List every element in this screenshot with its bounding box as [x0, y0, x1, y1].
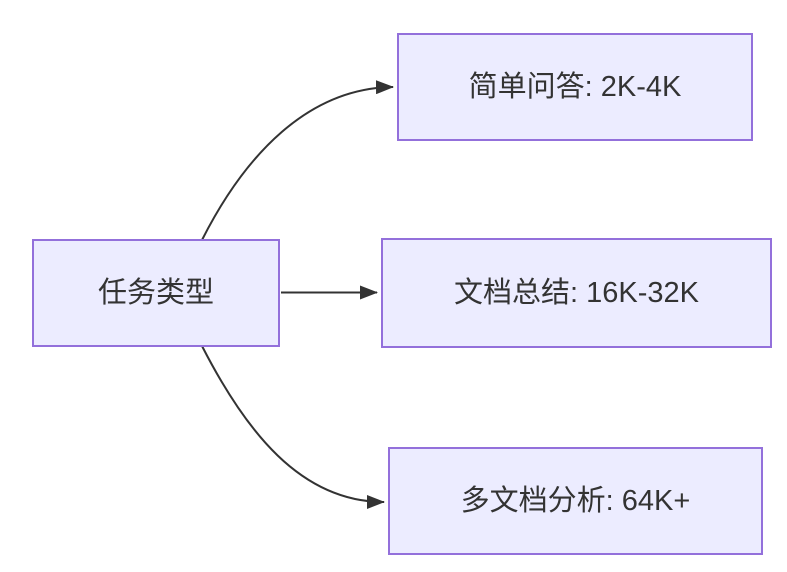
edge-task-type-to-multi-doc-analysis	[201, 345, 385, 509]
edge-task-type-to-simple-qa	[201, 80, 394, 241]
node-task-type: 任务类型	[32, 239, 280, 347]
node-simple-qa-label: 简单问答: 2K-4K	[468, 70, 682, 103]
node-doc-summary: 文档总结: 16K-32K	[381, 238, 772, 348]
node-doc-summary-label: 文档总结: 16K-32K	[454, 276, 699, 309]
node-simple-qa: 简单问答: 2K-4K	[397, 33, 753, 141]
node-multi-doc-analysis-label: 多文档分析: 64K+	[460, 484, 691, 517]
node-multi-doc-analysis: 多文档分析: 64K+	[388, 447, 763, 555]
node-task-type-label: 任务类型	[97, 276, 214, 309]
